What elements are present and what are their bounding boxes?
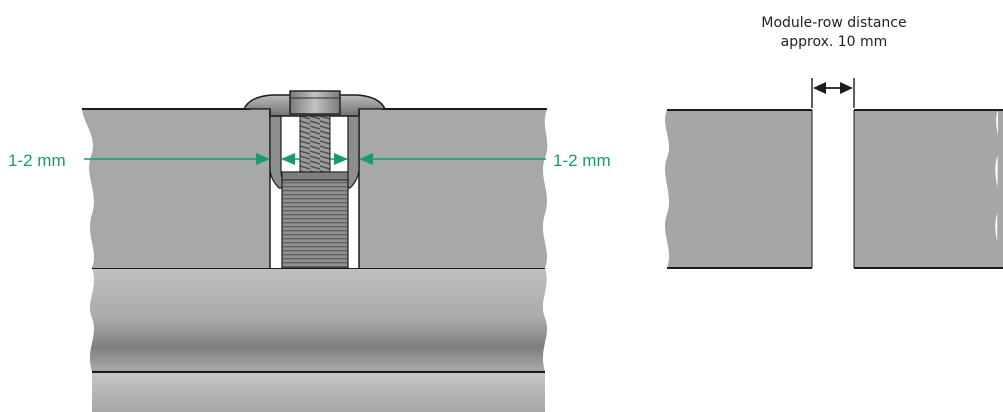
right-gap-dimension <box>330 153 546 165</box>
left-module-frame <box>82 110 270 268</box>
right-gap-label: 1-2 mm <box>553 151 611 170</box>
row-distance-label-line2: approx. 10 mm <box>781 34 888 50</box>
module-row-right <box>854 110 1003 268</box>
bolt-thread-upper <box>299 115 331 173</box>
row-distance-dimension <box>811 78 855 108</box>
rail-lower-body <box>92 373 545 412</box>
row-distance-label-line1: Module-row distance <box>761 15 906 31</box>
right-assembly: Module-row distance approx. 10 mm <box>664 15 1003 269</box>
module-row-left <box>664 110 812 268</box>
hex-nut <box>289 90 341 115</box>
left-assembly: 1-2 mm 1-2 mm <box>8 90 611 412</box>
threaded-insert <box>281 171 349 269</box>
right-module-frame <box>359 110 548 268</box>
left-gap-label: 1-2 mm <box>8 151 66 170</box>
left-gap-dimension <box>84 153 300 165</box>
